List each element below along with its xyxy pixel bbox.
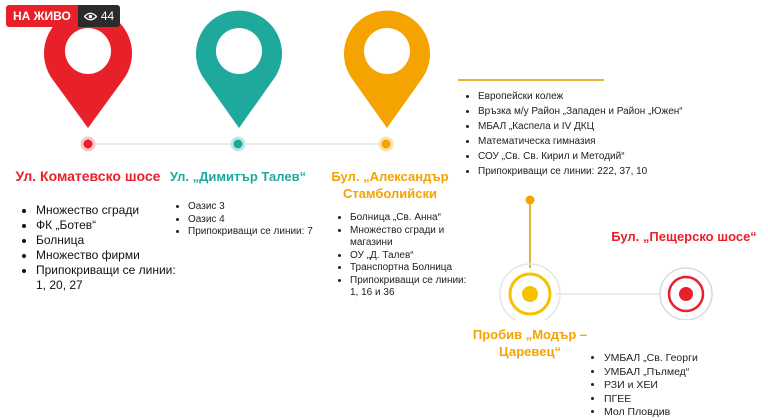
timeline-dot-red bbox=[80, 136, 96, 152]
eye-icon bbox=[83, 12, 97, 20]
section-modar-title-line1: Пробив „Модър – bbox=[472, 327, 588, 342]
list-item: УМБАЛ „Пълмед“ bbox=[604, 366, 768, 380]
map-pin-icon-orange bbox=[342, 8, 432, 128]
list-item: ФК „Ботев“ bbox=[36, 218, 186, 233]
connector-diagram bbox=[499, 195, 713, 320]
section-stamboliyski-title: Бул. „Александър Стамболийски bbox=[322, 168, 458, 202]
map-pin-icon-red bbox=[42, 8, 134, 128]
list-item: Връзка м/у Район „Западен и Район „Южен“ bbox=[478, 104, 708, 119]
section-komatevsko-title: Ул. Коматевско шосе bbox=[15, 168, 161, 184]
divider-line bbox=[458, 79, 604, 81]
section-modar-tsarevets-title: Пробив „Модър – Царевец“ bbox=[470, 326, 590, 360]
list-item: Припокриващи се линии: 1, 16 и 36 bbox=[350, 275, 470, 300]
list-item: Множество фирми bbox=[36, 248, 186, 263]
list-item: ПГЕЕ bbox=[604, 393, 768, 407]
list-item: Болница „Св. Анна“ bbox=[350, 212, 470, 225]
timeline-dot-orange bbox=[378, 136, 394, 152]
viewer-count: 44 bbox=[77, 5, 121, 27]
live-label: НА ЖИВО bbox=[6, 5, 78, 27]
list-item: Множество сгради и магазини bbox=[350, 225, 470, 250]
list-item: УМБАЛ „Св. Георги bbox=[604, 352, 768, 366]
timeline-dot-teal bbox=[230, 136, 246, 152]
list-item: Транспортна Болница bbox=[350, 262, 470, 275]
section-komatevsko-list: Множество сгради ФК „Ботев“ Болница Множ… bbox=[20, 203, 186, 293]
list-item: РЗИ и ХЕИ bbox=[604, 379, 768, 393]
list-item: Припокриващи се линии: 7 bbox=[188, 226, 313, 239]
list-item: Оазис 3 bbox=[188, 201, 313, 214]
list-item: ОУ „Д. Талев“ bbox=[350, 250, 470, 263]
map-pin-icon-teal bbox=[194, 8, 284, 128]
list-item: Припокриващи се линии: 222, 37, 10 bbox=[478, 164, 708, 179]
timeline bbox=[80, 136, 394, 152]
target-icon-yellow bbox=[499, 263, 561, 320]
viewer-count-value: 44 bbox=[100, 9, 115, 23]
list-item: Припокриващи се линии: 1, 20, 27 bbox=[36, 263, 186, 293]
live-badge: НА ЖИВО 44 bbox=[6, 5, 121, 27]
list-item: Мол Пловдив bbox=[604, 406, 768, 420]
section-stamboliyski-title-line1: Бул. „Александър bbox=[331, 169, 449, 184]
list-item: МБАЛ „Каспела и IV ДКЦ bbox=[478, 119, 708, 134]
list-item: Математическа гимназия bbox=[478, 134, 708, 149]
section-peshtersko-list: УМБАЛ „Св. Георги УМБАЛ „Пълмед“ РЗИ и Х… bbox=[588, 352, 768, 420]
list-item: СОУ „Св. Св. Кирил и Методий“ bbox=[478, 149, 708, 164]
section-stamboliyski-title-line2: Стамболийски bbox=[342, 186, 438, 201]
section-modar-title-line2: Царевец“ bbox=[499, 344, 561, 359]
list-item: Болница bbox=[36, 233, 186, 248]
section-stamboliyski-list: Болница „Св. Анна“ Множество сгради и ма… bbox=[334, 212, 470, 300]
list-item: Множество сгради bbox=[36, 203, 186, 218]
section-talev-list: Оазис 3 Оазис 4 Припокриващи се линии: 7 bbox=[172, 201, 313, 239]
section-districts-list: Европейски колеж Връзка м/у Район „Запад… bbox=[462, 89, 708, 179]
list-item: Оазис 4 bbox=[188, 214, 313, 227]
section-peshtersko-title: Бул. „Пещерско шосе“ bbox=[611, 229, 757, 244]
list-item: Европейски колеж bbox=[478, 89, 708, 104]
target-icon-red bbox=[659, 267, 713, 320]
connector-dot bbox=[525, 195, 535, 205]
section-talev-title: Ул. „Димитър Талев“ bbox=[169, 169, 307, 184]
